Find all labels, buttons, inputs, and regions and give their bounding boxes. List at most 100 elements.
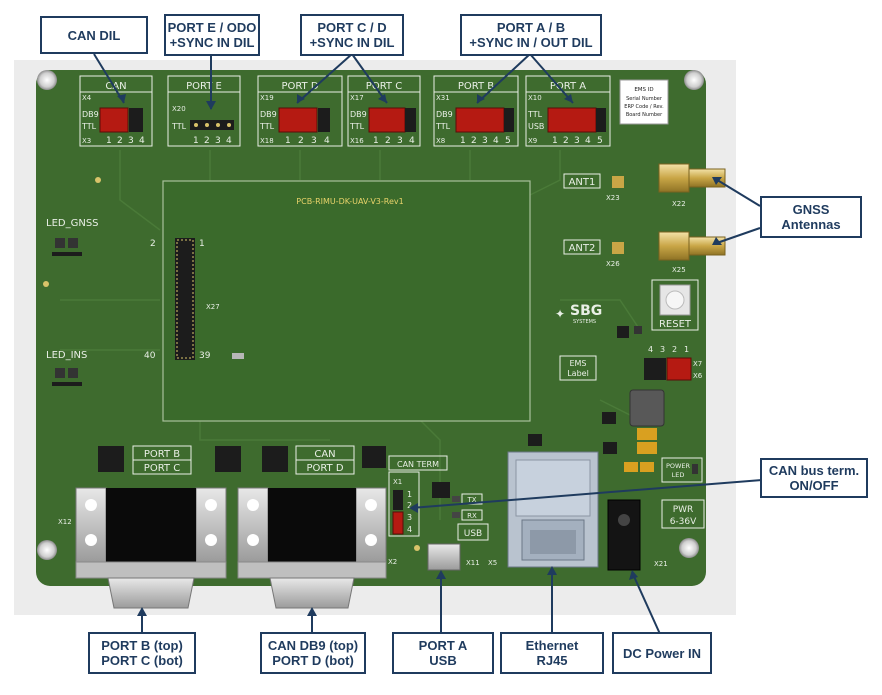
board-to-board-connector bbox=[175, 238, 195, 360]
pin-number: 4 bbox=[409, 136, 415, 146]
pin-number: 2 bbox=[385, 136, 391, 146]
dil-switch[interactable] bbox=[547, 107, 597, 133]
dil-switch[interactable] bbox=[368, 107, 406, 133]
inductor bbox=[629, 389, 665, 427]
pin-number: 2 bbox=[117, 136, 123, 146]
callout-text: DC Power IN bbox=[622, 645, 701, 661]
reset-button[interactable]: RESET bbox=[651, 279, 699, 331]
can-term-jumper[interactable] bbox=[392, 511, 404, 535]
capacitor bbox=[637, 442, 657, 454]
term-num: 2 bbox=[407, 501, 412, 510]
dil-num: 3 bbox=[660, 345, 665, 354]
callout-can-term: CAN bus term. ON/OFF bbox=[760, 458, 868, 498]
capacitor bbox=[640, 462, 654, 472]
row-label: TTL bbox=[435, 122, 451, 131]
callout-text: USB bbox=[429, 653, 457, 668]
pin-number: 1 bbox=[460, 136, 466, 146]
ems-label-text: Label bbox=[567, 369, 589, 378]
dil-block-port-a: PORT A X10 TTL USB X9 1 2 3 4 5 bbox=[525, 75, 611, 147]
pin-number: 2 bbox=[298, 136, 304, 146]
callout-text: +SYNC IN DIL bbox=[309, 35, 395, 50]
can-term-label: CAN TERM bbox=[397, 460, 439, 469]
sbg-logo: ✦ SBG SYSTEMS bbox=[555, 303, 602, 325]
row-label: TTL bbox=[349, 122, 365, 131]
pin-number: 3 bbox=[482, 136, 488, 146]
tx-label: TX bbox=[466, 496, 476, 504]
callout-text: PORT B (top) bbox=[101, 638, 183, 653]
callout-text: CAN bus term. bbox=[768, 463, 860, 478]
ems-label-text: EMS bbox=[569, 359, 586, 368]
callout-ethernet: Ethernet RJ45 bbox=[500, 632, 604, 674]
callout-text: RJ45 bbox=[536, 653, 568, 668]
transceiver-chip bbox=[362, 446, 386, 468]
rx-label: RX bbox=[467, 512, 477, 520]
usb-connector[interactable] bbox=[427, 543, 461, 571]
ems-id-line: ERP Code / Rev. bbox=[624, 104, 664, 110]
pin-header bbox=[393, 490, 403, 510]
led-gnss-label: LED_GNSS bbox=[46, 218, 99, 229]
dil-switch[interactable] bbox=[99, 107, 129, 133]
block-title: PORT A bbox=[550, 81, 586, 92]
led-tx bbox=[452, 496, 460, 502]
module-outline bbox=[162, 180, 531, 422]
transceiver-chip bbox=[215, 446, 241, 472]
pin-number: 3 bbox=[128, 136, 134, 146]
pin-header bbox=[596, 108, 606, 132]
port-b-text: PORT B bbox=[144, 449, 180, 460]
dil-num: 1 bbox=[684, 345, 689, 354]
pin-header bbox=[504, 108, 514, 132]
callout-text: Ethernet bbox=[525, 638, 579, 653]
smd-part bbox=[232, 353, 244, 359]
ufl-connector[interactable] bbox=[612, 242, 624, 254]
power-led-label: POWER bbox=[666, 462, 691, 470]
callout-port-a-usb: PORT A USB bbox=[392, 632, 494, 674]
ref-label: X1 bbox=[393, 478, 402, 486]
ref-label: X26 bbox=[606, 260, 620, 268]
dil-block-port-d: PORT D X19 DB9 TTL X18 1 2 3 4 bbox=[257, 75, 343, 147]
db9-can-port-d[interactable] bbox=[237, 487, 387, 609]
pin-number: 3 bbox=[574, 136, 580, 146]
ufl-connector[interactable] bbox=[612, 176, 624, 188]
chip bbox=[617, 326, 629, 338]
dil-x7: 4 3 2 1 X7 X6 bbox=[644, 345, 703, 381]
callout-port-bc: PORT B (top) PORT C (bot) bbox=[88, 632, 196, 674]
transceiver-chip bbox=[262, 446, 288, 472]
ref-label: X11 bbox=[466, 559, 480, 567]
dil-switch[interactable] bbox=[455, 107, 505, 133]
block-title: PORT C bbox=[366, 81, 402, 92]
callout-text: +SYNC IN / OUT DIL bbox=[469, 35, 593, 50]
callout-text: PORT C / D bbox=[317, 20, 387, 35]
pin-number: 5 bbox=[505, 136, 511, 146]
ref-label: X22 bbox=[672, 200, 686, 208]
callout-text: Antennas bbox=[781, 217, 841, 232]
pin-number: 1 bbox=[285, 136, 291, 146]
block-title: PORT E bbox=[186, 81, 222, 92]
chip bbox=[528, 434, 542, 446]
ref-label: X20 bbox=[172, 105, 186, 113]
can-d-label: CAN PORT D bbox=[295, 445, 355, 475]
can-text: CAN bbox=[314, 449, 335, 460]
pin-number: 1 bbox=[373, 136, 379, 146]
sma-thread bbox=[688, 236, 726, 256]
db9-port-b-c[interactable]: X12 bbox=[58, 487, 227, 609]
dc-power-jack[interactable]: X21 bbox=[607, 499, 668, 571]
can-termination: CAN TERM X1 1 2 3 4 X2 bbox=[388, 455, 448, 566]
callout-can-dil: CAN DIL bbox=[40, 16, 148, 54]
row-label: TTL bbox=[527, 110, 543, 119]
callout-text: ON/OFF bbox=[789, 478, 839, 493]
callout-text: PORT A bbox=[418, 638, 468, 653]
callout-text: CAN DIL bbox=[67, 27, 121, 43]
row-label: DB9 bbox=[350, 110, 367, 119]
ref-label: X25 bbox=[672, 266, 686, 274]
sma-connector[interactable] bbox=[658, 231, 690, 261]
transceiver-chip bbox=[98, 446, 124, 472]
row-label: TTL bbox=[259, 122, 275, 131]
sma-connector[interactable] bbox=[658, 163, 690, 193]
dil-switch[interactable] bbox=[666, 357, 692, 381]
port-d-text: PORT D bbox=[306, 463, 343, 474]
dil-block-port-e: PORT E X20 TTL 1 2 3 4 bbox=[167, 75, 241, 147]
callout-text: PORT A / B bbox=[496, 20, 566, 35]
ref-label: X10 bbox=[528, 94, 542, 102]
dil-switch[interactable] bbox=[278, 107, 318, 133]
ethernet-rj45[interactable] bbox=[507, 451, 599, 568]
